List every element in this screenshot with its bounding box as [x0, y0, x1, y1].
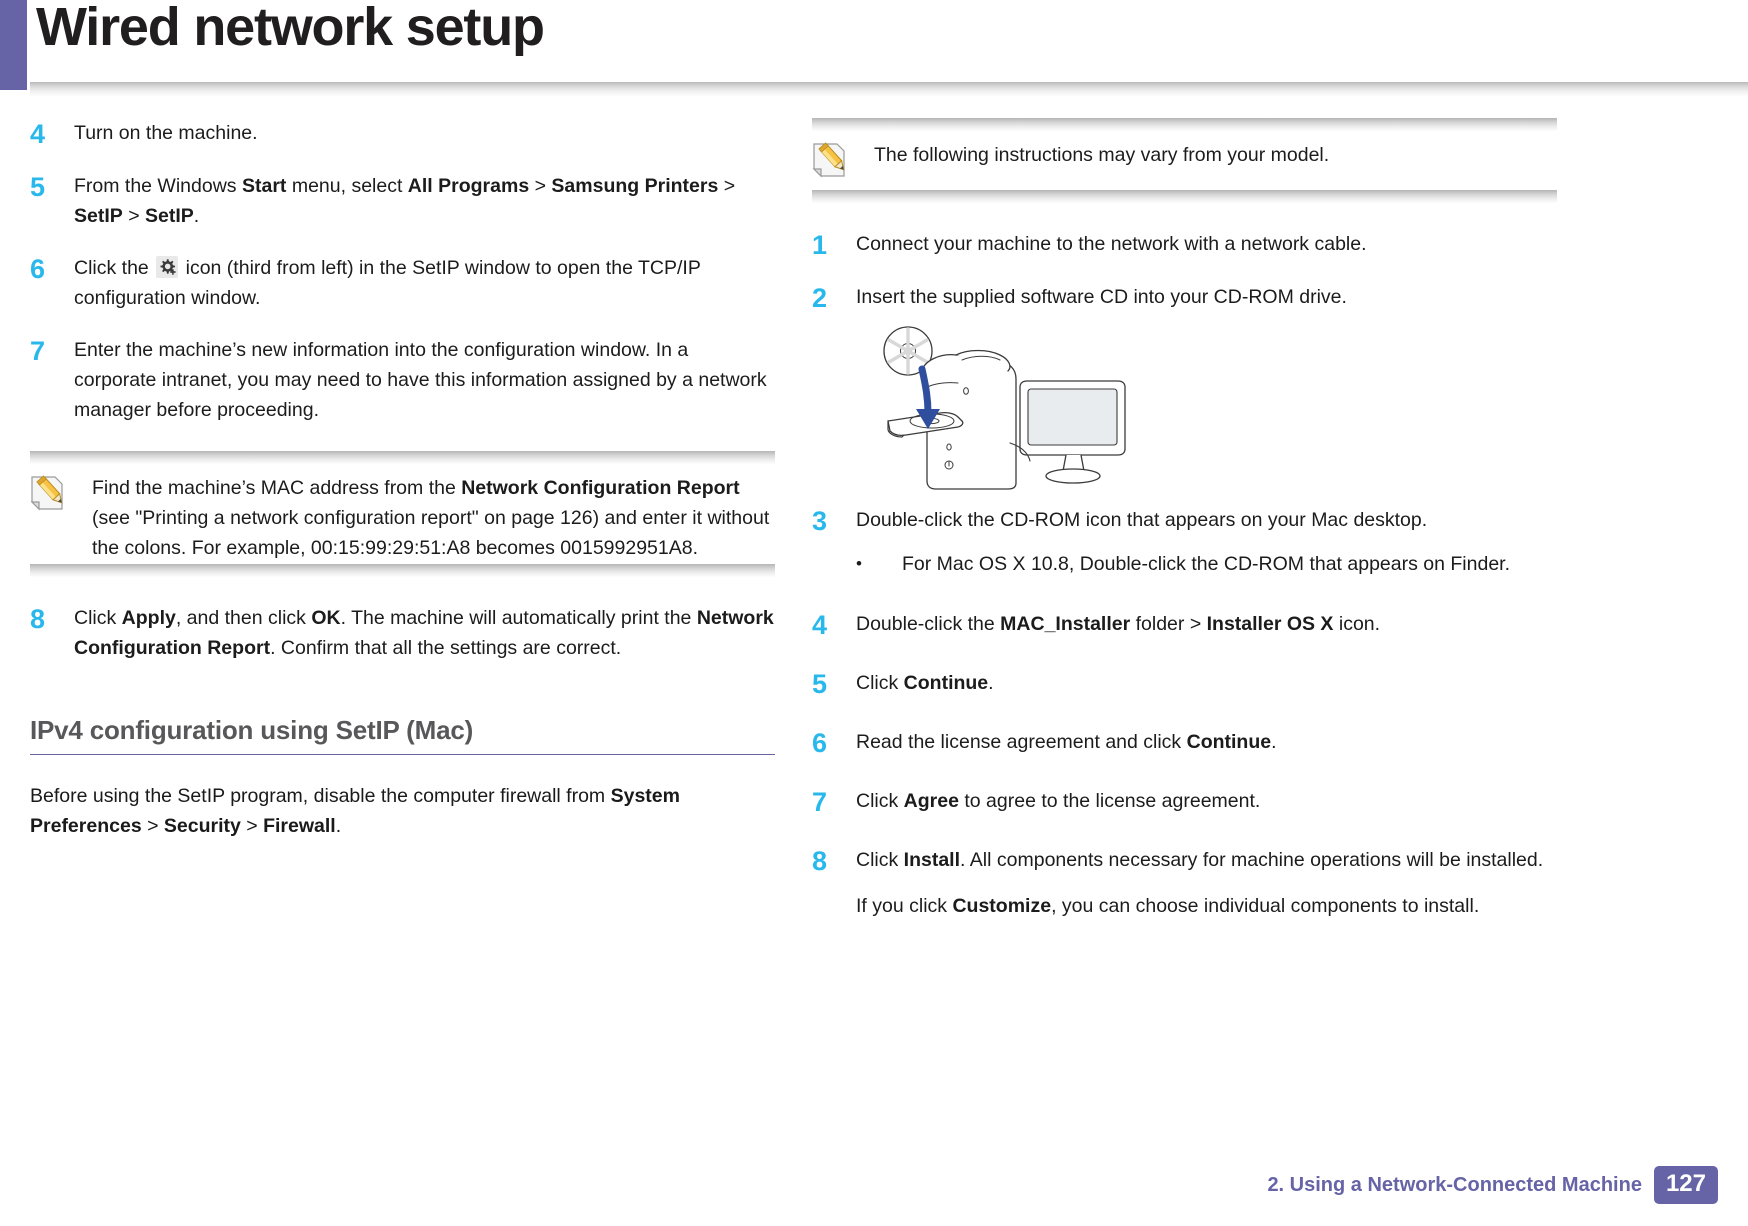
step-number: 4	[812, 610, 828, 640]
step-item: 7 Enter the machine’s new information in…	[30, 335, 775, 425]
step-text: Enter the machine’s new information into…	[74, 339, 767, 421]
step-item: 4 Turn on the machine.	[30, 118, 775, 149]
page-header: Wired network setup	[0, 0, 1748, 100]
step-number: 1	[812, 230, 828, 260]
step-text: Click Install. All components necessary …	[856, 845, 1557, 921]
step-item: 5 Click Continue.	[812, 668, 1557, 699]
step-text: Click Apply, and then click OK. The mach…	[74, 607, 774, 659]
step-item: 8 Click Install. All components necessar…	[812, 845, 1557, 921]
step-text-main: Double-click the CD-ROM icon that appear…	[856, 509, 1428, 531]
sub-bullet-text: For Mac OS X 10.8, Double-click the CD-R…	[902, 553, 1510, 575]
page-title: Wired network setup	[36, 0, 545, 57]
step-item: 4 Double-click the MAC_Installer folder …	[812, 609, 1557, 640]
step-text: Click Continue.	[856, 672, 994, 694]
step-number: 5	[30, 172, 46, 202]
step-text: Double-click the CD-ROM icon that appear…	[856, 505, 1557, 579]
step-text: Click the icon (third from left) in the …	[74, 256, 701, 309]
step-text: Click Agree to agree to the license agre…	[856, 790, 1261, 812]
note-pencil-icon	[812, 140, 874, 189]
right-column: The following instructions may vary from…	[812, 118, 1557, 943]
section-heading: IPv4 configuration using SetIP (Mac)	[30, 715, 474, 745]
step-item: 1 Connect your machine to the network wi…	[812, 229, 1557, 260]
header-divider	[30, 82, 1748, 96]
step-item: 6 Read the license agreement and click C…	[812, 727, 1557, 758]
step-text: Connect your machine to the network with…	[856, 233, 1367, 255]
note-pencil-icon	[30, 473, 92, 522]
step-text: Double-click the MAC_Installer folder > …	[856, 613, 1381, 635]
section-divider	[30, 754, 775, 755]
step-item: 6 Click the icon (third from left) in th…	[30, 253, 775, 313]
cd-into-mac-computer-illustration	[870, 325, 1557, 495]
step-number: 7	[30, 336, 46, 366]
step-extra-paragraph: If you click Customize, you can choose i…	[856, 895, 1480, 917]
step-number: 3	[812, 506, 828, 536]
step-item: 5 From the Windows Start menu, select Al…	[30, 171, 775, 231]
page-number-badge: 127	[1653, 1166, 1718, 1204]
step-item: 2 Insert the supplied software CD into y…	[812, 282, 1557, 313]
note-box: Find the machine’s MAC address from the …	[30, 451, 775, 577]
step-item: 3 Double-click the CD-ROM icon that appe…	[812, 505, 1557, 579]
step-number: 8	[812, 846, 828, 876]
step-number: 6	[30, 254, 46, 284]
gear-icon	[156, 256, 179, 278]
step-number: 6	[812, 728, 828, 758]
sub-bullet-item: • For Mac OS X 10.8, Double-click the CD…	[856, 549, 1557, 579]
note-box: The following instructions may vary from…	[812, 118, 1557, 203]
page-footer: 2. Using a Network-Connected Machine 127	[1267, 1166, 1718, 1204]
footer-chapter-label: 2. Using a Network-Connected Machine	[1267, 1173, 1642, 1196]
step-text: From the Windows Start menu, select All …	[74, 175, 736, 227]
step-number: 4	[30, 119, 46, 149]
step-text: Insert the supplied software CD into you…	[856, 286, 1347, 308]
step-text: Read the license agreement and click Con…	[856, 731, 1277, 753]
step-item: 8 Click Apply, and then click OK. The ma…	[30, 603, 775, 663]
step-number: 2	[812, 283, 828, 313]
left-column: 4 Turn on the machine. 5 From the Window…	[30, 118, 775, 841]
step-number: 5	[812, 669, 828, 699]
step-item: 7 Click Agree to agree to the license ag…	[812, 786, 1557, 817]
step-text: Turn on the machine.	[74, 122, 258, 144]
bullet-dot-icon: •	[856, 554, 862, 573]
step-text-main: Click Install. All components necessary …	[856, 849, 1544, 871]
note-text: Find the machine’s MAC address from the …	[92, 477, 770, 559]
note-text: The following instructions may vary from…	[874, 144, 1330, 166]
step-number: 8	[30, 604, 46, 634]
header-accent-bar	[0, 0, 27, 90]
section-paragraph: Before using the SetIP program, disable …	[30, 785, 680, 837]
step-number: 7	[812, 787, 828, 817]
